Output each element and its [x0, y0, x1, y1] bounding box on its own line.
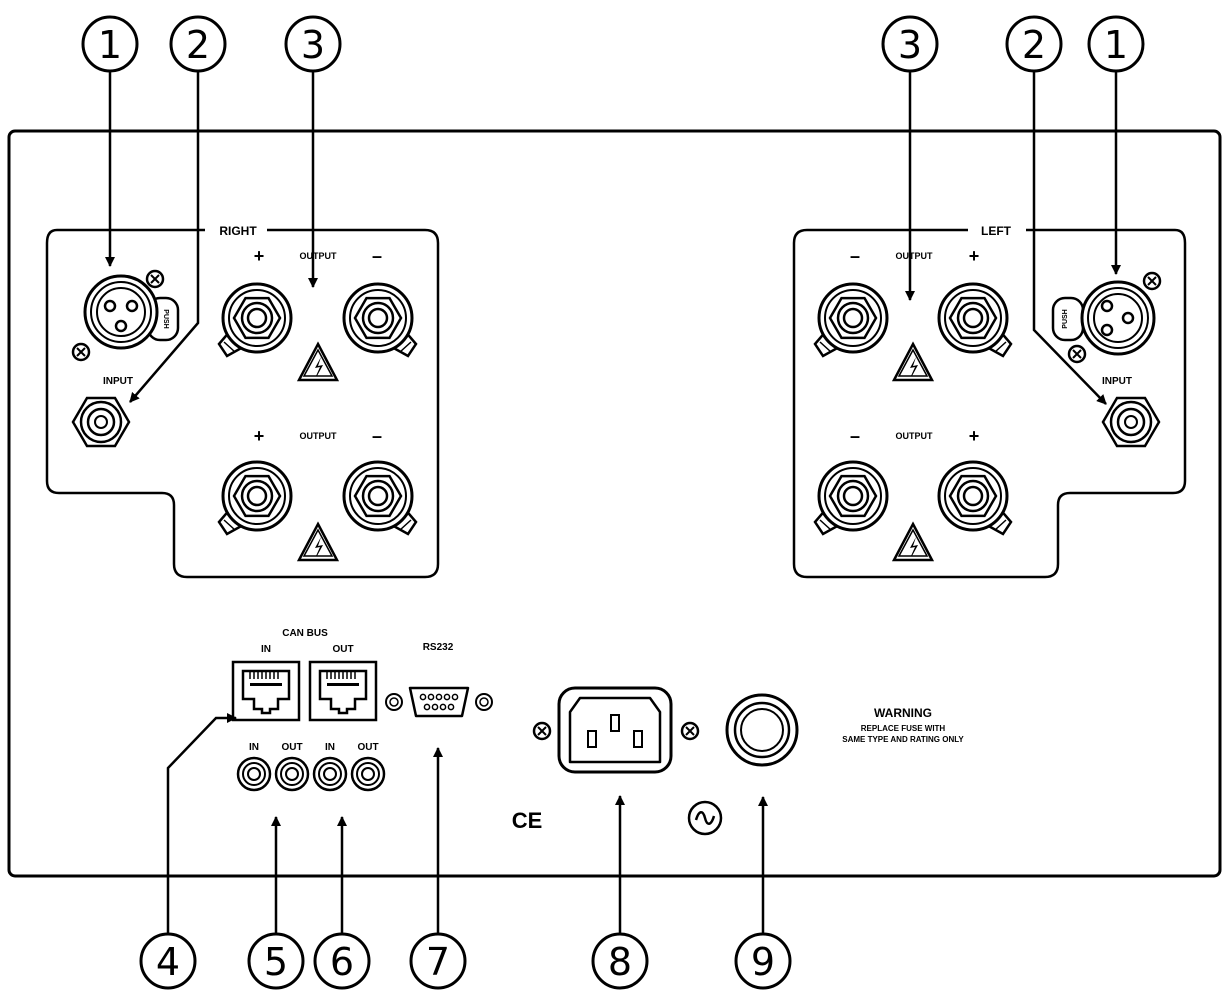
right-output-label-bottom: OUTPUT — [300, 431, 338, 441]
callout-3-right: 3 — [284, 15, 342, 73]
callout-1-right: 1 — [81, 15, 139, 73]
callout-9: 9 — [734, 932, 792, 990]
trigger-out-label-2: OUT — [357, 742, 378, 753]
svg-text:2: 2 — [186, 23, 210, 67]
ac-symbol-icon — [687, 800, 723, 836]
left-output-label-top: OUTPUT — [896, 251, 934, 261]
callout-7: 7 — [409, 932, 467, 990]
right-input-label: INPUT — [103, 376, 133, 387]
plus-sign: + — [969, 246, 980, 266]
svg-text:4: 4 — [156, 940, 180, 984]
warning-line-2: SAME TYPE AND RATING ONLY — [842, 735, 964, 744]
rca-connector-icon — [71, 396, 131, 448]
screw-icon — [71, 342, 91, 362]
minus-sign: – — [850, 246, 860, 266]
svg-text:1: 1 — [1104, 23, 1128, 67]
rs232-label: RS232 — [423, 642, 454, 653]
right-push-label: PUSH — [162, 309, 169, 328]
xlr-connector-icon — [1051, 280, 1156, 356]
svg-text:5: 5 — [264, 940, 288, 984]
callout-1-left: 1 — [1087, 15, 1145, 73]
screw-icon — [532, 721, 552, 741]
callout-5: 5 — [247, 932, 305, 990]
trigger-out-label-1: OUT — [281, 742, 302, 753]
right-section-label: RIGHT — [219, 224, 257, 238]
can-bus-in-label: IN — [261, 644, 271, 655]
plus-sign: + — [254, 426, 265, 446]
left-input-label: INPUT — [1102, 376, 1132, 387]
db9-port-icon — [385, 686, 493, 718]
rj45-port-icon — [308, 660, 378, 722]
callout-2-right: 2 — [169, 15, 227, 73]
svg-text:2: 2 — [1022, 23, 1046, 67]
left-section-label: LEFT — [981, 224, 1012, 238]
trigger-in-label-2: IN — [325, 742, 335, 753]
screw-icon — [680, 721, 700, 741]
callout-6: 6 — [313, 932, 371, 990]
leader-lines — [105, 71, 1121, 934]
callout-3-left: 3 — [881, 15, 939, 73]
callout-4: 4 — [139, 932, 197, 990]
svg-text:7: 7 — [426, 940, 450, 984]
screw-icon — [1142, 271, 1162, 291]
svg-text:6: 6 — [330, 940, 354, 984]
trigger-jack-icon — [350, 756, 386, 792]
minus-sign: – — [850, 426, 860, 446]
trigger-jack-icon — [312, 756, 348, 792]
trigger-jack-icon — [236, 756, 272, 792]
left-output-label-bottom: OUTPUT — [896, 431, 934, 441]
plus-sign: + — [254, 246, 265, 266]
minus-sign: – — [372, 246, 382, 266]
warning-title: WARNING — [874, 706, 932, 720]
can-bus-out-label: OUT — [332, 644, 353, 655]
minus-sign: – — [372, 426, 382, 446]
callout-2-left: 2 — [1005, 15, 1063, 73]
callout-8: 8 — [591, 932, 649, 990]
svg-text:1: 1 — [98, 23, 122, 67]
trigger-jack-icon — [274, 756, 310, 792]
svg-text:9: 9 — [751, 940, 775, 984]
xlr-connector-icon — [83, 274, 180, 350]
svg-text:3: 3 — [301, 23, 325, 67]
fuse-holder-icon — [725, 693, 799, 767]
iec-power-inlet-icon — [557, 686, 673, 774]
can-bus-label: CAN BUS — [282, 628, 328, 639]
ce-mark-icon: CE — [512, 808, 543, 833]
svg-text:3: 3 — [898, 23, 922, 67]
screw-icon — [1067, 344, 1087, 364]
warning-line-1: REPLACE FUSE WITH — [861, 724, 946, 733]
plus-sign: + — [969, 426, 980, 446]
rj45-port-icon — [231, 660, 301, 722]
screw-icon — [145, 269, 165, 289]
right-output-label-top: OUTPUT — [300, 251, 338, 261]
left-push-label: PUSH — [1062, 309, 1069, 328]
svg-text:8: 8 — [608, 940, 632, 984]
rca-connector-icon — [1101, 396, 1161, 448]
trigger-in-label-1: IN — [249, 742, 259, 753]
